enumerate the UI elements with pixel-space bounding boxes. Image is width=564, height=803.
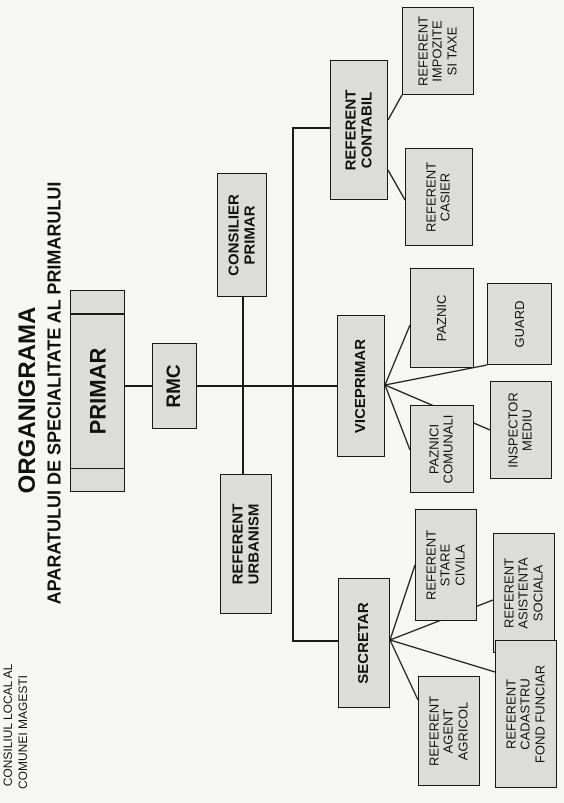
main-trunk-line (292, 127, 294, 641)
referent-agent-agricol-label: REFERENT AGENT AGRICOL (426, 695, 471, 767)
referent-impozite-box: REFERENT IMPOZITE SI TAXE (402, 7, 474, 95)
primar-label: PRIMAR (84, 347, 110, 435)
rmc-label: RMC (163, 364, 185, 408)
referent-agent-agricol-box: REFERENT AGENT AGRICOL (418, 676, 480, 786)
inspector-mediu-label: INSPECTOR MEDIU (505, 392, 535, 468)
referent-urbanism-label: REFERENT URBANISM (229, 503, 262, 585)
guard-label: GUARD (511, 300, 527, 348)
guard-box: GUARD (487, 283, 552, 365)
viceprimar-label: VICEPRIMAR (352, 338, 370, 434)
referent-cadastru-label: REFERENT CADASTRU FOND FUNCIAR (503, 664, 548, 764)
referent-impozite-label: REFERENT IMPOZITE SI TAXE (415, 15, 460, 87)
referent-casier-label: REFERENT CASIER (423, 161, 453, 233)
primar-box: PRIMAR (70, 290, 125, 492)
paznici-comunali-box: PAZNICI COMUNALI (410, 405, 474, 493)
referent-stare-civila-box: REFERENT STARE CIVILA (415, 509, 477, 621)
referent-casier-box: REFERENT CASIER (405, 148, 473, 246)
referent-urbanism-box: REFERENT URBANISM (220, 474, 272, 614)
paznici-comunali-label: PAZNICI COMUNALI (426, 414, 456, 484)
referent-stare-civila-label: REFERENT STARE CIVILA (423, 529, 468, 601)
paznic-label: PAZNIC (433, 294, 449, 342)
referent-cadastru-box: REFERENT CADASTRU FOND FUNCIAR (495, 640, 557, 788)
referent-asistenta-sociala-label: REFERENT ASISTENTA SOCIALA (501, 557, 546, 629)
paznic-box: PAZNIC (410, 268, 474, 368)
secretar-label: SECRETAR (355, 602, 373, 684)
main-horizontal-connector (197, 385, 337, 387)
primar-rmc-connector (125, 385, 153, 387)
consilier-primar-box: CONSILIER PRIMAR (217, 173, 267, 297)
viceprimar-box: VICEPRIMAR (337, 315, 385, 457)
contabil-branch (292, 127, 330, 129)
referent-contabil-box: REFERENT CONTABIL (330, 60, 388, 200)
rmc-box: RMC (152, 343, 197, 429)
inspector-mediu-box: INSPECTOR MEDIU (490, 381, 552, 479)
referent-asistenta-sociala-box: REFERENT ASISTENTA SOCIALA (493, 533, 555, 653)
secretar-branch (292, 640, 338, 642)
referent-contabil-label: REFERENT CONTABIL (342, 89, 375, 171)
secretar-box: SECRETAR (338, 578, 390, 708)
consilier-primar-label: CONSILIER PRIMAR (225, 194, 258, 276)
consilier-urbanism-connector (242, 297, 244, 474)
